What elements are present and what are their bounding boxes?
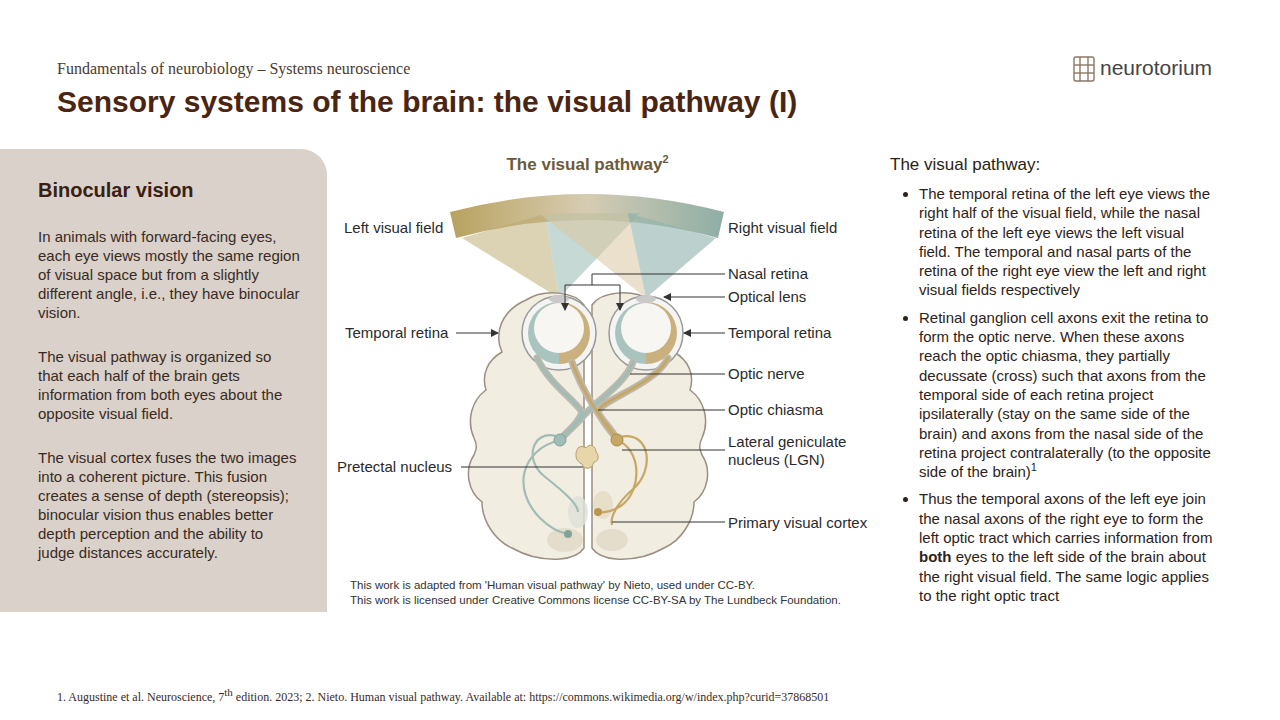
credit-note: This work is licensed under Creative Com… (350, 593, 841, 608)
panel-heading: Binocular vision (38, 178, 307, 202)
part-label: Lateral geniculate nucleus (LGN) (728, 433, 868, 469)
series-subtitle: Fundamentals of neurobiology – Systems n… (57, 59, 410, 79)
bullet-emphasis: both (919, 548, 951, 565)
bullet-item: Retinal ganglion cell axons exit the ret… (919, 308, 1219, 482)
footnote-ref: 1 (1031, 461, 1037, 473)
part-label: Optic nerve (728, 365, 805, 383)
bullet-item: Thus the temporal axons of the left eye … (919, 489, 1219, 605)
panel-paragraph: The visual pathway is organized so that … (38, 347, 300, 423)
reference-text: edition. 2023; 2. Nieto. Human visual pa… (236, 690, 829, 704)
part-label: Optic chiasma (728, 401, 823, 419)
optic-fibres-outline (537, 358, 668, 440)
info-panel: Binocular vision In animals with forward-… (0, 149, 327, 612)
reference-text: 1. Augustine et al. Neuroscience, 7 (57, 690, 224, 704)
leader-lines (456, 274, 725, 522)
bullet-text: Retinal ganglion cell axons exit the ret… (919, 309, 1211, 480)
left-eye (522, 295, 596, 370)
part-label: Nasal retina (728, 265, 808, 283)
bullet-text: The temporal retina of the left eye view… (919, 185, 1210, 298)
bullet-item: The temporal retina of the left eye view… (919, 184, 1219, 300)
bullet-text: Thus the temporal axons of the left eye … (919, 490, 1212, 546)
slide-title: Sensory systems of the brain: the visual… (57, 84, 797, 120)
part-label: Pretectal nucleus (337, 458, 452, 476)
part-label: Temporal retina (728, 324, 831, 342)
footnote-ref: 2 (662, 153, 668, 165)
field-label: Left visual field (344, 219, 443, 237)
section-heading: The visual pathway: (890, 154, 1040, 176)
reference-footnote: 1. Augustine et al. Neuroscience, 7th ed… (57, 689, 829, 705)
optic-fibres (537, 358, 668, 440)
bullet-text: eyes to the left side of the brain about… (919, 548, 1209, 604)
ordinal-suffix: th (224, 686, 233, 698)
credit-note: This work is adapted from 'Human visual … (350, 578, 755, 593)
bullet-list: The temporal retina of the left eye view… (890, 184, 1219, 613)
diagram-heading-text: The visual pathway (506, 155, 662, 174)
logo-text: neurotorium (1100, 55, 1212, 81)
panel-paragraph: The visual cortex fuses the two images i… (38, 448, 300, 562)
part-label: Optical lens (728, 288, 806, 306)
part-label: Primary visual cortex (728, 514, 867, 532)
diagram-heading: The visual pathway2 (400, 154, 775, 176)
panel-paragraph: In animals with forward-facing eyes, eac… (38, 227, 300, 322)
field-label: Right visual field (728, 219, 837, 237)
logo-icon (1074, 57, 1094, 81)
part-label: Temporal retina (345, 324, 448, 342)
